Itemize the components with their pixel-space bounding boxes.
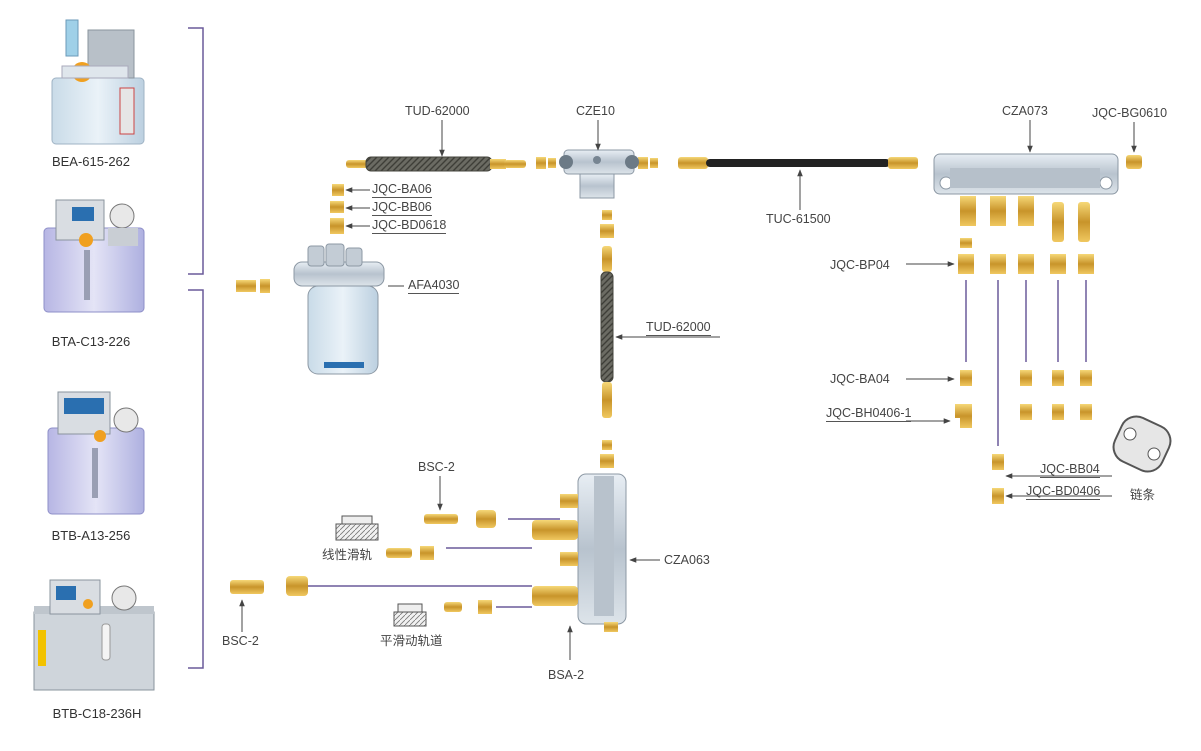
fitting [386,548,412,558]
pump-btb-a-image [47,391,145,515]
fitting [600,224,614,238]
label-jqc-bg0610: JQC-BG0610 [1092,106,1168,120]
fitting [548,158,556,168]
outlet-fittings-right [955,370,1092,504]
fitting [602,210,612,220]
label-jqc-ba04: JQC-BA04 [830,372,890,386]
label-jqc-bd0406: JQC-BD0406 [1026,484,1101,500]
jqc-bg0610-fitting [1126,155,1142,169]
label-jqc-bb06: JQC-BB06 [372,200,432,216]
leader-lines [239,120,1137,660]
jqc-bb06-fitting [330,201,344,213]
pump-label-bta: BTA-C13-226 [51,334,131,349]
pump-label-btb-a: BTB-A13-256 [51,528,131,543]
label-flat-rail: 平滑动轨道 [380,634,443,648]
pump-btb-c18-image [33,579,155,691]
fitting [600,454,614,468]
fitting [420,546,434,560]
chain-icon [1112,415,1172,473]
fitting [236,280,256,292]
label-jqc-bp04: JQC-BP04 [830,258,890,272]
bsc2-left-fitting [230,580,264,594]
bsc2-nut [476,510,496,528]
label-chain: 链条 [1130,488,1156,502]
cza073-manifold [933,153,1119,195]
fitting [536,157,546,169]
pump-label-btb-c18: BTB-C18-236H [52,706,142,721]
label-cza063: CZA063 [664,553,710,567]
flat-rail-icon [393,603,427,627]
label-linear-rail: 线性滑轨 [322,548,373,562]
afa4030-filter [293,243,385,375]
label-bsa2: BSA-2 [548,668,585,682]
label-tud-top: TUD-62000 [405,104,470,118]
label-jqc-bh0406: JQC-BH0406-1 [826,406,912,422]
tuc-hose [678,157,918,169]
tud-hose-middle [600,246,614,418]
fitting [478,600,492,614]
manifold-outlets [958,196,1094,274]
label-tuc61500: TUC-61500 [766,212,831,226]
pump-bea-image [51,19,145,145]
label-cza073: CZA073 [1002,104,1048,118]
cze10-tee [559,149,639,199]
label-bsc2-top: BSC-2 [418,460,455,474]
label-afa4030: AFA4030 [408,278,460,294]
bsc2-fitting [424,514,458,524]
fitting [650,158,658,168]
label-cze10: CZE10 [576,104,615,118]
label-jqc-bd0618: JQC-BD0618 [372,218,447,234]
jqc-ba06-fitting [332,184,344,196]
cza063-manifold [532,473,627,632]
pump-label-bea: BEA-615-262 [51,154,131,169]
fitting [260,279,270,293]
label-jqc-bb04: JQC-BB04 [1040,462,1100,478]
linear-rail-icon [335,515,379,541]
label-jqc-ba06: JQC-BA06 [372,182,432,198]
label-tud-middle: TUD-62000 [646,320,711,336]
bsc2-left-nut [286,576,308,596]
pump-bracket-top [188,27,204,275]
pump-bracket-bottom [188,289,204,669]
jqc-bd0618-fitting [330,218,344,234]
fitting [602,440,612,450]
tubes-right [965,280,1087,446]
fitting [638,157,648,169]
pump-bta-image [43,199,145,313]
tud-hose-top [346,156,526,172]
fitting [444,602,462,612]
tubes-left [308,518,560,608]
label-bsc2-left: BSC-2 [222,634,259,648]
